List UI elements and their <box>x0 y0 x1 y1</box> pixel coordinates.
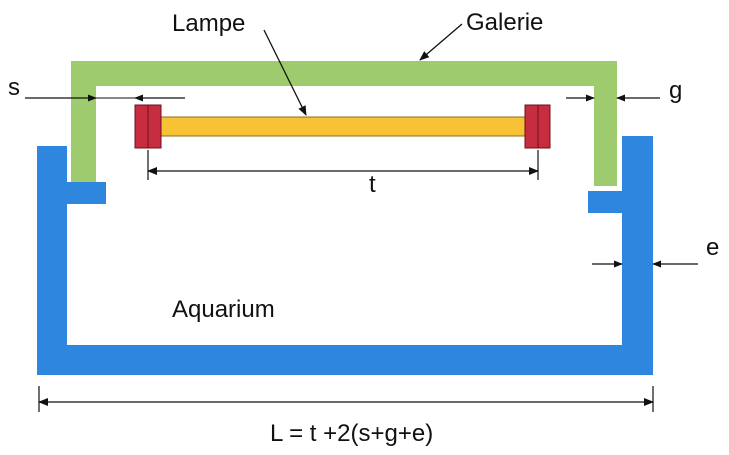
e-label: e <box>706 234 719 261</box>
galerie-leader-arrow <box>419 23 463 61</box>
g-label: g <box>669 77 682 104</box>
aquarium-body <box>37 136 653 375</box>
aquarium-label: Aquarium <box>172 296 275 323</box>
dimension-l <box>38 386 654 412</box>
galerie-shape <box>71 61 617 186</box>
lampe-label: Lampe <box>172 10 245 37</box>
s-label: s <box>8 74 20 101</box>
dimension-t <box>147 150 539 180</box>
formula-label: L = t +2(s+g+e) <box>270 420 433 447</box>
t-label: t <box>369 171 376 198</box>
lamp-tube <box>159 116 527 137</box>
aquarium-tank <box>37 136 653 375</box>
lampe-leader-arrow <box>263 29 307 116</box>
galerie-label: Galerie <box>466 9 543 36</box>
galerie-hood <box>71 61 617 186</box>
lamp <box>134 104 551 149</box>
